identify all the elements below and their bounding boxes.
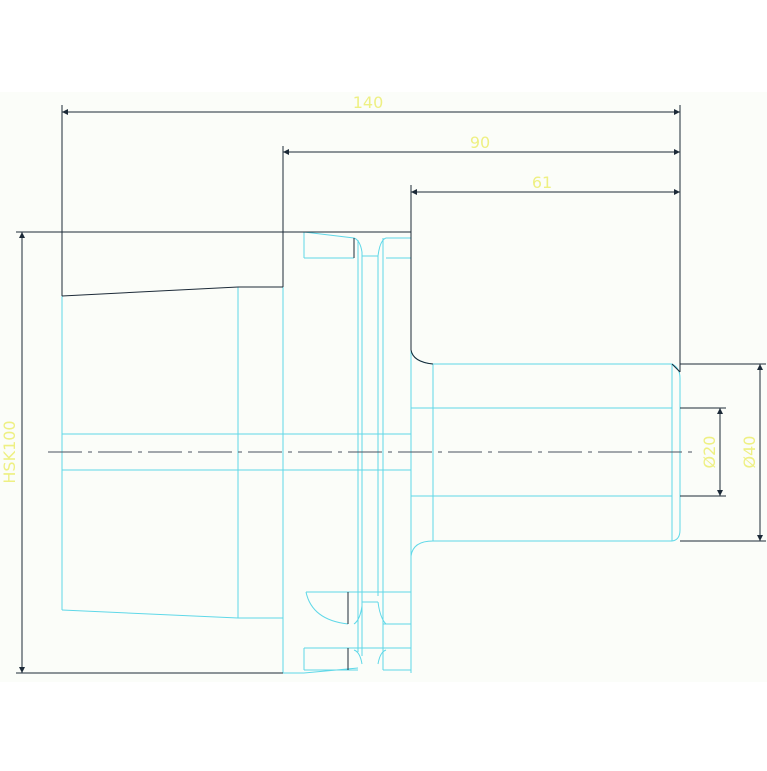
- dimension-labels: 140 90 61 HSK100 Ø20 Ø40: [0, 93, 759, 484]
- dim-label-90: 90: [470, 133, 490, 152]
- dim-label-61: 61: [532, 173, 552, 192]
- dim-label-d20: Ø20: [700, 436, 719, 469]
- dim-label-d40: Ø40: [740, 436, 759, 469]
- dimension-lines: [16, 105, 766, 674]
- dim-label-hsk100: HSK100: [0, 420, 19, 483]
- dim-label-140: 140: [353, 93, 384, 112]
